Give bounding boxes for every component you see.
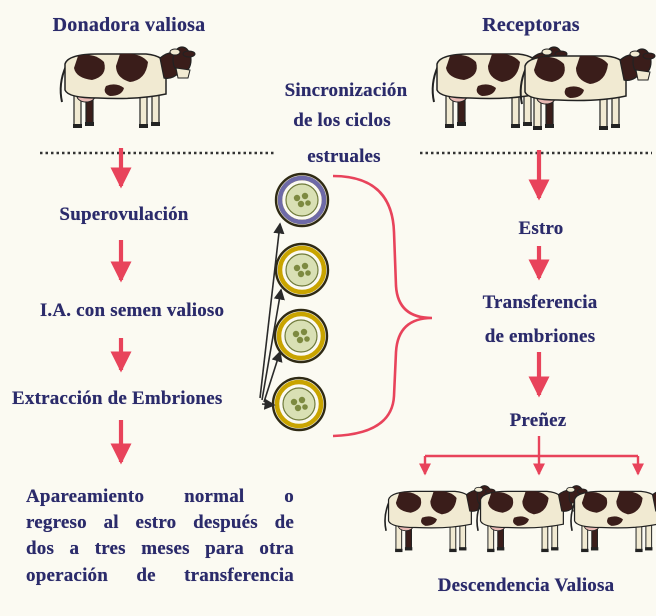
mating-line2: regreso al estro después de (26, 512, 294, 534)
mating-line3: dos a tres meses para otra (26, 538, 294, 560)
embryo-icon (276, 244, 328, 296)
transfer-label-line1: Transferencia (482, 292, 598, 313)
embryo-icon (273, 378, 325, 430)
embryo-arrow (263, 350, 283, 403)
superovulation-label: Superovulación (59, 204, 189, 225)
embryo-group (273, 174, 328, 430)
recipient-cow-icon (519, 48, 656, 131)
offspring-cow-icon (570, 484, 656, 553)
embryo-icon (275, 310, 327, 362)
estrus-label: Estro (518, 218, 564, 239)
transfer-label-line2: de embriones (484, 326, 596, 347)
mating-line4: operación de transferencia (26, 564, 294, 586)
embryo-arrow (259, 222, 285, 399)
donor-cow-icon (59, 46, 196, 129)
embryo-icon (276, 174, 328, 226)
extraction-label: Extracción de Embriones (12, 388, 223, 409)
mating-line1: Apareamiento normal o (26, 486, 294, 507)
ai-label: I.A. con semen valioso (39, 300, 225, 321)
donor-label: Donadora valiosa (52, 14, 206, 36)
sync-label-line2: de los ciclos (293, 110, 391, 131)
sync-label-line1: Sincronización (284, 80, 408, 101)
pregnancy-label: Preñez (509, 410, 567, 431)
offspring-label: Descendencia Valiosa (437, 575, 615, 596)
sync-label-line3: estruales (307, 146, 381, 167)
offspring-cow-icon (384, 484, 496, 553)
mating-paragraph: Apareamiento normal o regreso al estro d… (26, 484, 294, 589)
embryo-arrow (261, 398, 276, 410)
embryo-arrow (261, 288, 285, 401)
recipients-label: Receptoras (482, 14, 580, 36)
bracket-icon (332, 174, 433, 438)
